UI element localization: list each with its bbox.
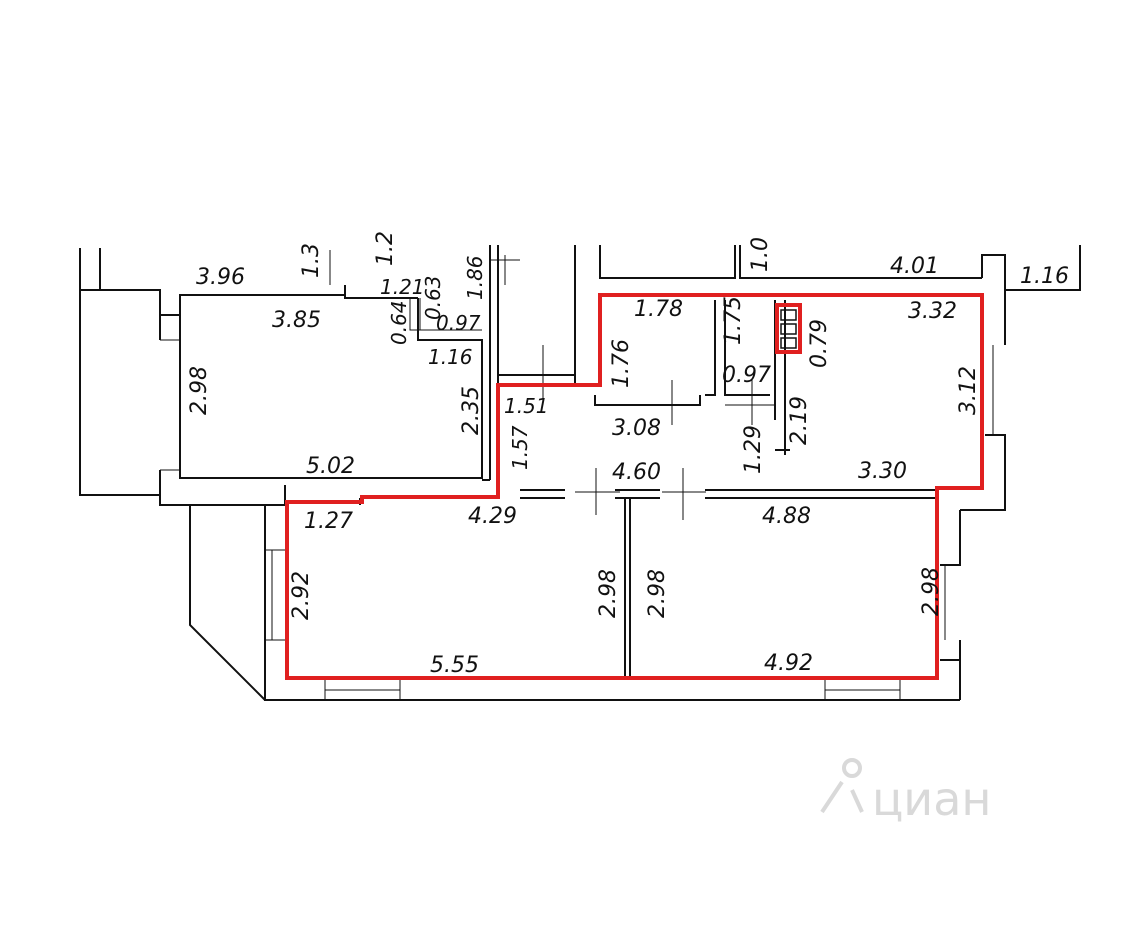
label-hall-small: 1.29 bbox=[741, 425, 766, 474]
label-shaft: 0.79 bbox=[807, 319, 832, 368]
label-left-room-top: 3.85 bbox=[272, 308, 321, 333]
label-corridor-width: 4.60 bbox=[612, 460, 661, 485]
ventilation-shaft bbox=[780, 309, 797, 349]
watermark-text: циан bbox=[872, 772, 991, 826]
label-room1-left: 2.92 bbox=[289, 571, 314, 620]
label-room2-bottom: 4.92 bbox=[764, 651, 813, 676]
apartment-outline bbox=[285, 293, 984, 680]
watermark-logo-icon bbox=[820, 758, 864, 814]
label-far-right: 1.16 bbox=[1020, 264, 1069, 289]
label-top-left-width: 3.96 bbox=[196, 265, 245, 290]
dimension-labels: 3.96 1.3 1.2 1.0 4.01 1.16 3.85 2.98 5.0… bbox=[187, 231, 1069, 678]
label-top-right-width: 4.01 bbox=[890, 254, 939, 279]
label-kitchen-top: 3.32 bbox=[908, 299, 957, 324]
label-room1-top: 4.29 bbox=[468, 504, 517, 529]
label-stair-2: 1.57 bbox=[508, 425, 532, 470]
label-room1-bottom: 5.55 bbox=[430, 653, 479, 678]
watermark: циан bbox=[820, 758, 991, 826]
label-stair-1: 1.51 bbox=[504, 394, 549, 418]
label-hall-width: 3.08 bbox=[612, 416, 661, 441]
label-room2-right: 2.98 bbox=[919, 567, 944, 616]
label-top-small-3: 1.0 bbox=[748, 237, 773, 272]
label-kitchen-bottom: 3.30 bbox=[858, 459, 907, 484]
label-wc-a-2: 0.64 bbox=[387, 300, 411, 345]
label-room2-left: 2.98 bbox=[645, 569, 670, 618]
label-left-room-right: 2.35 bbox=[459, 386, 484, 435]
label-wc-a-4: 0.97 bbox=[436, 311, 481, 335]
label-kitchen-side: 3.12 bbox=[956, 366, 981, 415]
label-top-small-1: 1.3 bbox=[299, 243, 324, 278]
label-hall-height: 2.19 bbox=[787, 396, 812, 445]
label-bath-top: 1.78 bbox=[634, 297, 683, 322]
label-wc-width: 0.97 bbox=[722, 363, 771, 388]
label-room1-top-left: 1.27 bbox=[304, 509, 353, 534]
label-left-room-bottom: 5.02 bbox=[306, 454, 355, 479]
label-wc-a-3: 0.63 bbox=[421, 275, 445, 320]
label-top-small-2: 1.2 bbox=[373, 231, 398, 266]
label-room1-right: 2.98 bbox=[596, 569, 621, 618]
label-left-room-side: 2.98 bbox=[187, 366, 212, 415]
label-wc-a-1: 1.21 bbox=[380, 275, 425, 299]
label-room2-top: 4.88 bbox=[762, 504, 811, 529]
label-bath-side: 1.76 bbox=[609, 339, 634, 388]
label-wc-a-5: 1.16 bbox=[428, 345, 473, 369]
walls bbox=[79, 245, 1081, 701]
label-wc-a-6: 1.86 bbox=[463, 255, 487, 300]
label-wc-top-side: 1.75 bbox=[721, 296, 746, 345]
